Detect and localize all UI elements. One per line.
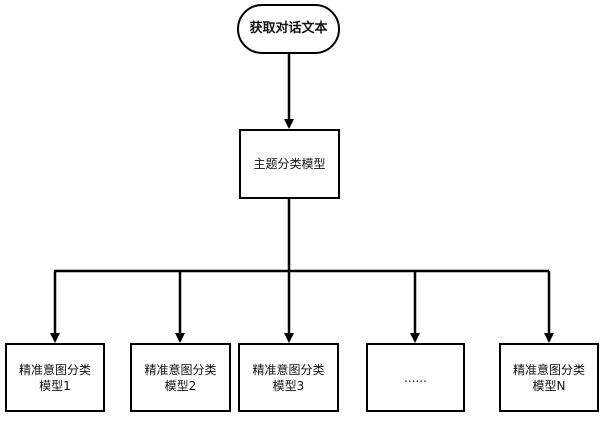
intent-model-2-label: 精准意图分类 模型2 bbox=[144, 362, 217, 393]
ellipsis-label: ...... bbox=[404, 370, 427, 385]
start-node: 获取对话文本 bbox=[237, 4, 340, 54]
intent-model-n-label: 精准意图分类 模型N bbox=[512, 362, 585, 393]
start-node-label: 获取对话文本 bbox=[249, 21, 328, 36]
intent-model-3-label: 精准意图分类 模型3 bbox=[252, 362, 325, 393]
intent-model-3-node: 精准意图分类 模型3 bbox=[238, 343, 339, 412]
intent-model-2-node: 精准意图分类 模型2 bbox=[130, 343, 231, 412]
intent-model-1-label: 精准意图分类 模型1 bbox=[18, 362, 91, 393]
ellipsis-node: ...... bbox=[366, 343, 465, 412]
intent-model-n-node: 精准意图分类 模型N bbox=[499, 343, 599, 412]
topic-classifier-label: 主题分类模型 bbox=[253, 157, 326, 171]
topic-classifier-node: 主题分类模型 bbox=[239, 129, 340, 199]
intent-model-1-node: 精准意图分类 模型1 bbox=[5, 343, 105, 412]
